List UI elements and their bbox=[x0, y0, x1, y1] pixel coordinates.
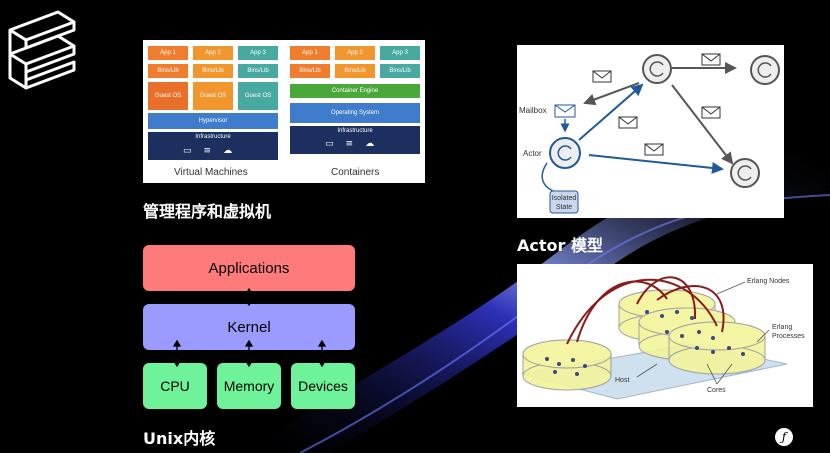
isolated-state-line-1: Isolated bbox=[552, 195, 577, 202]
container-infrastructure-label: Infrastructure bbox=[337, 128, 373, 134]
vm-app-2: App 2 bbox=[193, 46, 233, 60]
vm-guest-os-3: Guest OS bbox=[238, 82, 278, 110]
unix-kernel: Kernel bbox=[143, 304, 355, 350]
vm-bins-3: Bins/Lib bbox=[238, 64, 278, 78]
unix-devices: Devices bbox=[291, 363, 355, 409]
containers-label: Containers bbox=[331, 167, 380, 178]
cloud-icon: ☁ bbox=[365, 139, 387, 149]
database-icon: ≡ bbox=[203, 146, 224, 156]
unix-arrows bbox=[172, 288, 327, 368]
host-label: Host bbox=[615, 377, 629, 384]
vm-bins-1: Bins/Lib bbox=[148, 64, 188, 78]
cloud-icon: ☁ bbox=[223, 146, 245, 156]
logo-icon bbox=[8, 10, 76, 90]
container-app-1: App 1 bbox=[290, 46, 330, 60]
laptop-icon: ▭ bbox=[325, 139, 346, 149]
actor-circles bbox=[549, 54, 780, 188]
erlang-diagram: Erlang Nodes Erlang Processes Host Cores bbox=[517, 264, 813, 407]
unix-applications: Applications bbox=[143, 245, 355, 291]
vm-bins-2: Bins/Lib bbox=[193, 64, 233, 78]
vm-app-3: App 3 bbox=[238, 46, 278, 60]
container-engine: Container Engine bbox=[290, 84, 420, 98]
vm-infrastructure: Infrastructure bbox=[148, 132, 278, 160]
container-operating-system: Operating System bbox=[290, 103, 420, 123]
f-logo-icon: ƒ bbox=[775, 428, 793, 446]
erlang-nodes-label: Erlang Nodes bbox=[747, 278, 790, 285]
database-icon: ≡ bbox=[345, 139, 366, 149]
container-app-3: App 3 bbox=[380, 46, 420, 60]
envelope-icon bbox=[554, 53, 721, 156]
unix-memory: Memory bbox=[217, 363, 281, 409]
container-app-2: App 2 bbox=[335, 46, 375, 60]
container-infrastructure: Infrastructure bbox=[290, 126, 420, 154]
vm-app-1: App 1 bbox=[148, 46, 188, 60]
cores-label: Cores bbox=[707, 387, 726, 394]
unix-cpu: CPU bbox=[143, 363, 207, 409]
actor-model-diagram: Isolated State Mailbox Actor bbox=[517, 45, 784, 218]
container-bins-1: Bins/Lib bbox=[290, 64, 330, 78]
vm-guest-os-1: Guest OS bbox=[148, 82, 188, 110]
virtualization-diagram: App 1 App 2 App 3 Bins/Lib Bins/Lib Bins… bbox=[143, 40, 425, 183]
isolated-state-line-2: State bbox=[556, 204, 572, 211]
vm-label: Virtual Machines bbox=[174, 167, 248, 178]
vm-infra-icons: ▭≡☁ bbox=[183, 146, 244, 156]
mailbox-label: Mailbox bbox=[519, 106, 547, 115]
vm-hypervisor: Hypervisor bbox=[148, 113, 278, 129]
actor-caption: Actor 模型 bbox=[517, 236, 603, 255]
vm-guest-os-2: Guest OS bbox=[193, 82, 233, 110]
vm-infrastructure-label: Infrastructure bbox=[195, 134, 231, 140]
laptop-icon: ▭ bbox=[183, 146, 204, 156]
unix-caption: Unix内核 bbox=[143, 429, 216, 448]
virtualization-caption: 管理程序和虚拟机 bbox=[143, 202, 272, 221]
erlang-processes-label-1: Erlang bbox=[772, 324, 792, 331]
actor-label: Actor bbox=[523, 149, 542, 158]
container-bins-3: Bins/Lib bbox=[380, 64, 420, 78]
erlang-processes-label-2: Processes bbox=[772, 333, 805, 340]
container-infra-icons: ▭≡☁ bbox=[325, 139, 386, 149]
container-bins-2: Bins/Lib bbox=[335, 64, 375, 78]
